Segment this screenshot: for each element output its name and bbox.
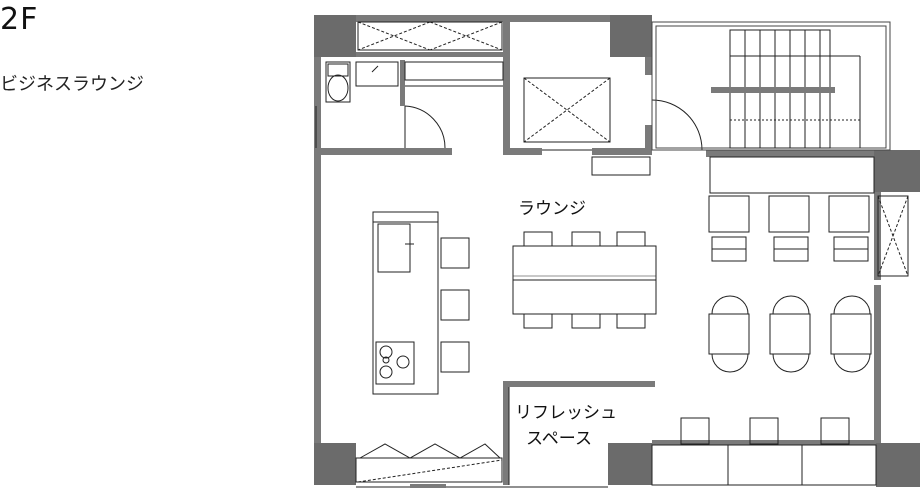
floor-level: 2F [0, 2, 39, 37]
lounge-table [512, 231, 657, 329]
refresh-label-line2: スペース [526, 429, 592, 449]
counter-stools [440, 237, 470, 373]
bottom-bench [651, 417, 877, 486]
stairs [651, 21, 891, 151]
booth-tables [708, 195, 870, 262]
pillars [314, 15, 920, 487]
top-storage [357, 21, 503, 51]
cafe-seats [708, 295, 872, 373]
lounge-label: ラウンジ [518, 199, 586, 219]
refresh-label-line1: リフレッシュ [515, 403, 617, 423]
toilet [325, 61, 504, 103]
counter-top [709, 156, 875, 194]
refresh-space [356, 387, 608, 488]
elevator [523, 77, 651, 176]
right-storage [877, 195, 909, 277]
toilet-door [315, 105, 446, 149]
floor-name: ビジネスラウンジ [0, 74, 144, 95]
stair-door [651, 99, 703, 151]
kitchen-counter [372, 211, 439, 395]
bottom-folding-doors [355, 443, 503, 483]
